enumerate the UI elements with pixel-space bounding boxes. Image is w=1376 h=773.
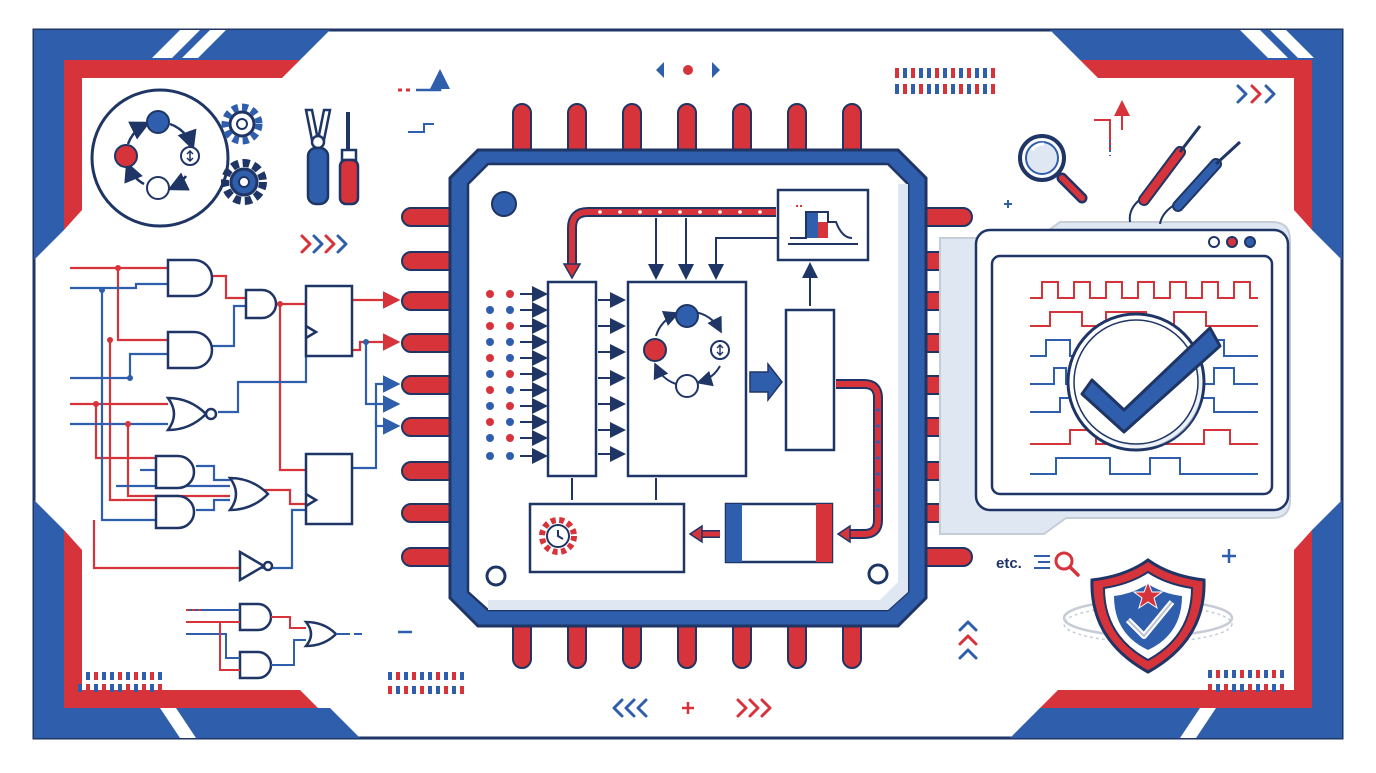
window-dot-1 — [1208, 236, 1220, 248]
or-gate-1 — [227, 476, 270, 512]
magnifier-icon — [1018, 134, 1088, 204]
oscilloscope-window — [939, 221, 1291, 535]
probe-icon — [1128, 125, 1242, 225]
bit-pattern-top — [895, 68, 995, 94]
input-bus-dots — [486, 290, 514, 460]
window-dot-3 — [1244, 236, 1256, 248]
etc-note: etc. — [996, 551, 1080, 577]
fsm-state-diagram — [643, 304, 730, 398]
and-gate-1 — [166, 258, 214, 298]
small-gate-network — [186, 609, 362, 671]
etc-label: etc. — [996, 555, 1022, 572]
input-register — [546, 280, 598, 478]
bit-pattern-bottom-right — [1208, 670, 1284, 692]
or-gate-2 — [303, 620, 338, 648]
logic-gates — [154, 258, 354, 680]
data-flow-arrow — [749, 361, 783, 403]
pipeline-register — [724, 502, 834, 564]
bit-pattern-bottom-center — [388, 672, 464, 694]
gear-icon — [221, 103, 267, 205]
checkmark-icon — [1066, 312, 1222, 452]
and-gate-2 — [166, 330, 214, 370]
and-gate-6 — [238, 602, 273, 632]
bit-pattern-bottom-left — [78, 672, 162, 692]
flip-flop-2 — [304, 452, 354, 526]
nor-gate — [165, 396, 208, 432]
chip-internals — [486, 188, 883, 574]
window-dot-2 — [1226, 236, 1238, 248]
output-register — [784, 308, 836, 452]
waveform-icon — [788, 205, 858, 245]
clock-gear-icon — [539, 517, 577, 555]
state-machine-icon — [90, 88, 230, 228]
flip-flop-1 — [304, 284, 354, 358]
shield-icon — [1062, 558, 1234, 674]
and-gate-3 — [244, 288, 278, 320]
star-icon — [1132, 580, 1164, 610]
and-gate-7 — [238, 650, 273, 680]
screwdriver-icon — [338, 112, 360, 206]
wire-stripper-icon — [304, 108, 332, 206]
decor-marks — [398, 62, 1236, 714]
and-gate-4 — [154, 454, 196, 490]
and-gate-5 — [154, 494, 196, 530]
decor-chevrons — [300, 84, 1276, 718]
not-gate — [238, 549, 267, 583]
